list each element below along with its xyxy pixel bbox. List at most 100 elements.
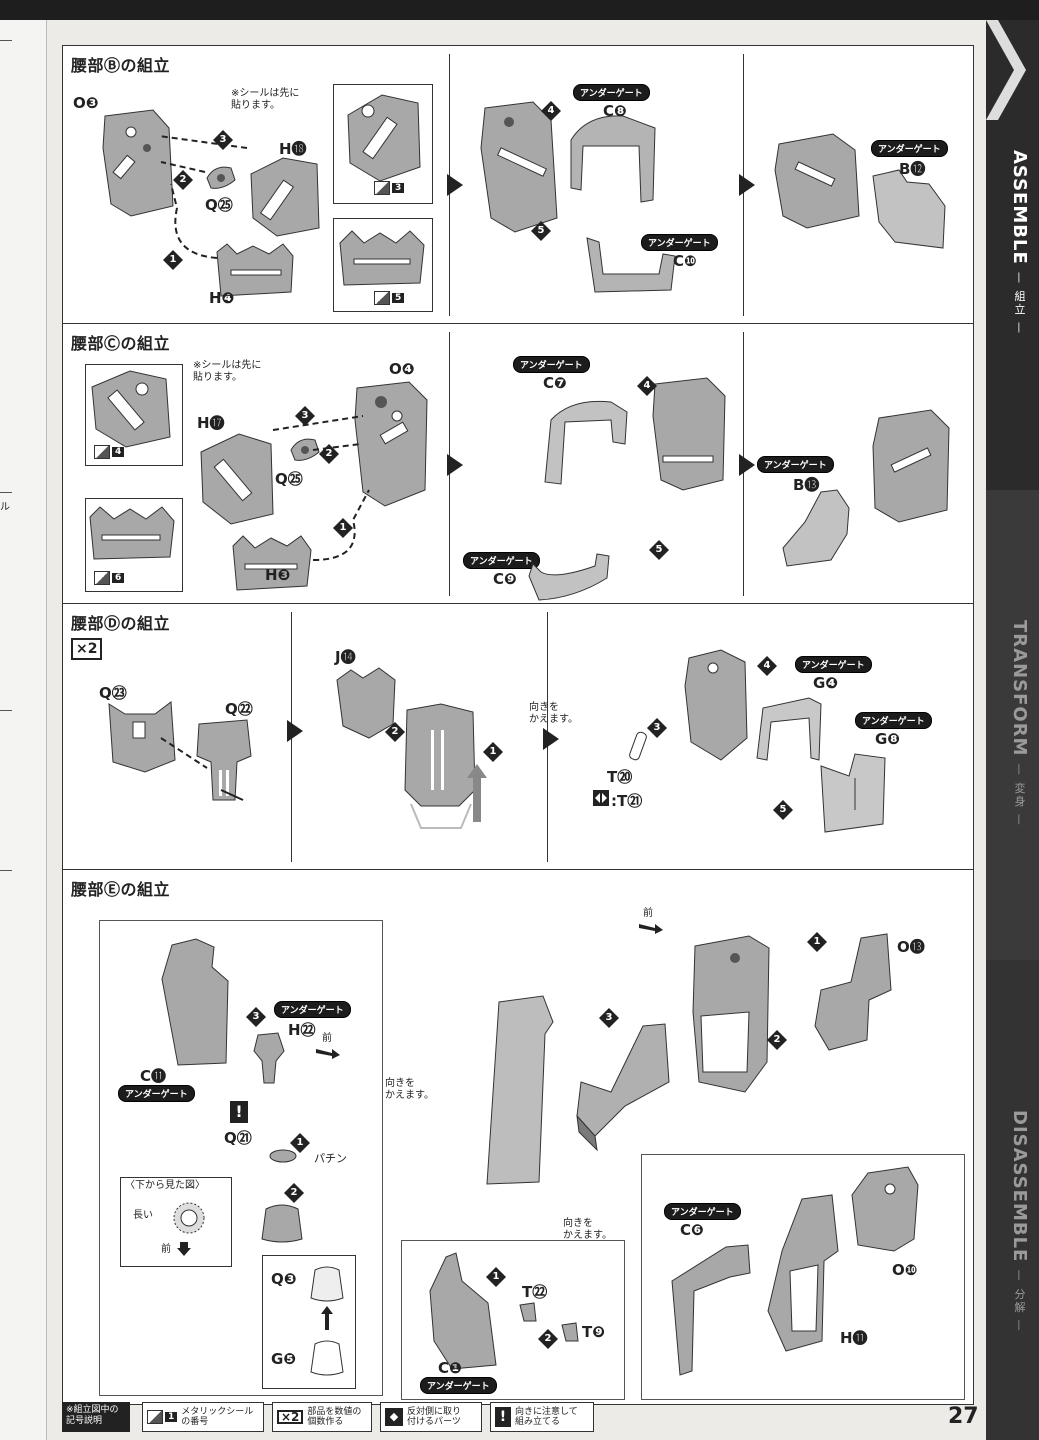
legend-item-times: ×2 部品を数値の 個数作る: [272, 1402, 372, 1432]
part-label: H⓱: [197, 414, 225, 432]
part-h18-detail: [347, 94, 421, 182]
sticker-ref: 3: [374, 181, 405, 195]
part-label: :T㉑: [611, 792, 643, 810]
section-waist-b: 腰部Ⓑの組立 ※シールは先に 貼ります。 O❸ Q㉕ H⓲ H❹: [63, 46, 973, 324]
step-3-icon: 3: [295, 406, 315, 426]
part-label: O⓭: [897, 938, 925, 956]
part-d-frame: [404, 703, 476, 829]
step-1-icon: 1: [807, 932, 827, 952]
part-label: H⓲: [279, 140, 307, 158]
legend-text: 向きに注意して 組み立てる: [515, 1407, 578, 1427]
part-h11: [767, 1194, 839, 1352]
part-c6: [671, 1244, 751, 1376]
section-title: 腰部Ⓑの組立: [71, 56, 171, 75]
part-label: C❶: [438, 1359, 462, 1377]
step-1-icon: 1: [333, 518, 353, 538]
front-arrow: [639, 924, 663, 934]
legend-item-sticker: 1 メタリックシール の番号: [142, 1402, 264, 1432]
part-e-main-frame: [692, 935, 770, 1093]
edge-mark: [0, 492, 12, 493]
step-1-icon: 1: [163, 250, 183, 270]
parts-inset-q3-g5: Q❸ G❺: [262, 1255, 356, 1389]
next-arrow: [447, 454, 463, 476]
sticker-inset-5: 5: [333, 218, 433, 312]
step-3-icon: 3: [599, 1008, 619, 1028]
under-gate-badge: アンダーゲート: [757, 456, 834, 473]
part-label: C❽: [603, 102, 627, 120]
part-q22: [196, 719, 252, 801]
sticker-inset-6: 6: [85, 498, 183, 592]
part-h3: [232, 535, 312, 591]
assembly-arrows: [272, 415, 370, 561]
legend-item-opposite: ◆ 反対側に取り 付けるパーツ: [380, 1402, 482, 1432]
next-arrow: [543, 728, 559, 750]
part-c8: [570, 115, 656, 203]
front-arrow: [316, 1049, 340, 1059]
turn-note: 向きを かえます。: [385, 1078, 434, 1101]
part-label: C❿: [673, 252, 697, 270]
next-arrow: [447, 174, 463, 196]
sticker-icon: 1: [147, 1410, 178, 1424]
part-label: Q㉒: [225, 700, 253, 718]
sticker-note: ※シールは先に 貼ります。: [231, 88, 300, 111]
sub-assembly-c1-panel: 1 T㉒ 2 T❾ C❶ アンダーゲート: [401, 1240, 625, 1400]
sticker-ref: 4: [94, 445, 125, 459]
step-5-icon: 5: [531, 221, 551, 241]
part-label: G❺: [271, 1350, 297, 1368]
part-label: Q㉕: [275, 470, 303, 488]
opposite-side-icon: [593, 790, 609, 806]
under-gate-badge: アンダーゲート: [118, 1085, 195, 1102]
part-label: C⓫: [140, 1067, 167, 1085]
symbol-legend: ※組立図中の 記号説明 1 メタリックシール の番号 ×2 部品を数値の 個数作…: [62, 1402, 602, 1436]
part-q25: [290, 438, 320, 461]
legend-item-caution: ! 向きに注意して 組み立てる: [490, 1402, 594, 1432]
sub-assembly-panel: C⓫ アンダーゲート 3 アンダーゲート H㉒ 前 ! Q㉑ 1 パチン 〈下か…: [99, 920, 383, 1396]
under-gate-badge: アンダーゲート: [420, 1377, 497, 1394]
under-gate-badge: アンダーゲート: [641, 234, 718, 251]
part-c11: [161, 938, 229, 1066]
bottom-view-box: 〈下から見た図〉 長い 前: [120, 1177, 232, 1267]
part-label: T❾: [582, 1323, 605, 1341]
part-label: T㉒: [522, 1283, 548, 1301]
under-gate-badge: アンダーゲート: [513, 356, 590, 373]
part-label: O❹: [389, 360, 415, 378]
turn-note: 向きを かえます。: [563, 1218, 612, 1241]
assembly-arrows: [158, 135, 248, 259]
step-1-icon: 1: [290, 1133, 310, 1153]
part-t20: [629, 731, 647, 761]
front-label: 前: [643, 908, 653, 919]
next-arrow: [287, 720, 303, 742]
part-c10: [586, 237, 676, 293]
part-base-cylinder: [261, 1204, 303, 1243]
part-d-assembled: [684, 649, 748, 761]
sticker-note: ※シールは先に 貼ります。: [193, 360, 262, 383]
legend-title: ※組立図中の 記号説明: [62, 1402, 130, 1432]
part-o4: [354, 381, 428, 507]
part-label: Q㉓: [99, 684, 127, 702]
part-o4-assembled: [652, 377, 726, 491]
step-2-icon: 2: [767, 1030, 787, 1050]
part-label: Q㉑: [224, 1129, 252, 1147]
part-label: H㉒: [288, 1021, 316, 1039]
part-h4-detail: [339, 230, 425, 286]
under-gate-badge: アンダーゲート: [871, 140, 948, 157]
part-c1: [429, 1252, 497, 1370]
part-label: C❼: [543, 374, 567, 392]
part-c9: [528, 553, 610, 601]
part-b13: [782, 489, 850, 567]
sticker-ref: 5: [374, 291, 405, 305]
part-label: O❿: [892, 1261, 918, 1279]
step-2-icon: 2: [319, 444, 339, 464]
left-page-edge: ル: [0, 20, 47, 1440]
times-two-badge: ×2: [71, 638, 103, 660]
part-label: O❸: [73, 94, 99, 112]
part-g4: [756, 697, 822, 761]
down-arrow: [177, 1242, 191, 1256]
step-4-icon: 4: [541, 101, 561, 121]
part-label: C❻: [680, 1221, 704, 1239]
transform-label: TRANSFORM — 変身 —: [1009, 620, 1030, 827]
part-h17: [200, 433, 274, 525]
step-3-icon: 3: [647, 718, 667, 738]
assembly-arrows: [160, 737, 244, 801]
sub-assembly-h11-panel: アンダーゲート C❻ H⓫ O❿: [641, 1154, 965, 1400]
